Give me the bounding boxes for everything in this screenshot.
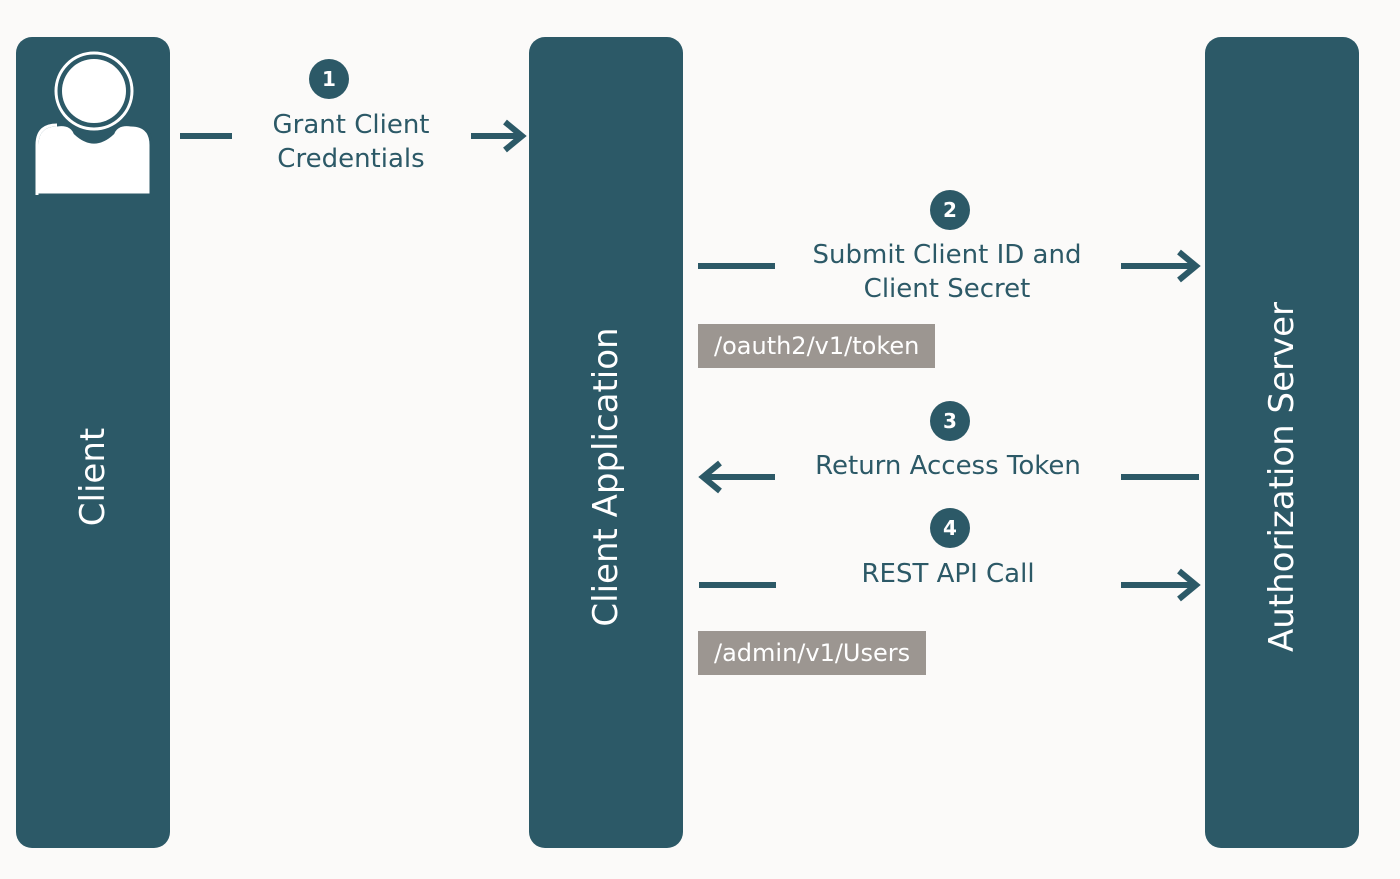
step-1-label: Grant Client Credentials — [273, 108, 430, 176]
step-2-label-line-1: Submit Client ID and — [812, 240, 1082, 270]
arrow-right-icon — [1121, 568, 1201, 602]
user-icon — [35, 51, 153, 195]
step-4-label-line-1: REST API Call — [861, 559, 1035, 589]
step-3-label: Return Access Token — [815, 449, 1081, 483]
step-4-badge: 4 — [930, 508, 970, 548]
authorization-server-lane: Authorization Server — [1205, 37, 1359, 848]
arrow-left-icon — [698, 460, 775, 494]
arrow-right-icon — [471, 119, 527, 153]
step-3-label-line-1: Return Access Token — [815, 451, 1081, 481]
step-2-badge: 2 — [930, 190, 970, 230]
step-1-label-line-2: Credentials — [277, 144, 425, 174]
step-1-label-line-1: Grant Client — [272, 110, 430, 140]
step-2-label: Submit Client ID and Client Secret — [813, 238, 1082, 306]
step-2-label-line-2: Client Secret — [863, 274, 1031, 304]
step-3-badge: 3 — [930, 401, 970, 441]
client-application-lane: Client Application — [529, 37, 683, 848]
users-endpoint-tag: /admin/v1/Users — [698, 631, 927, 675]
step-1-badge: 1 — [309, 59, 349, 99]
arrow-right-icon — [1121, 249, 1201, 283]
step-4-label: REST API Call — [861, 557, 1034, 591]
token-endpoint-tag: /oauth2/v1/token — [698, 324, 936, 368]
client-lane: Client — [16, 37, 170, 848]
